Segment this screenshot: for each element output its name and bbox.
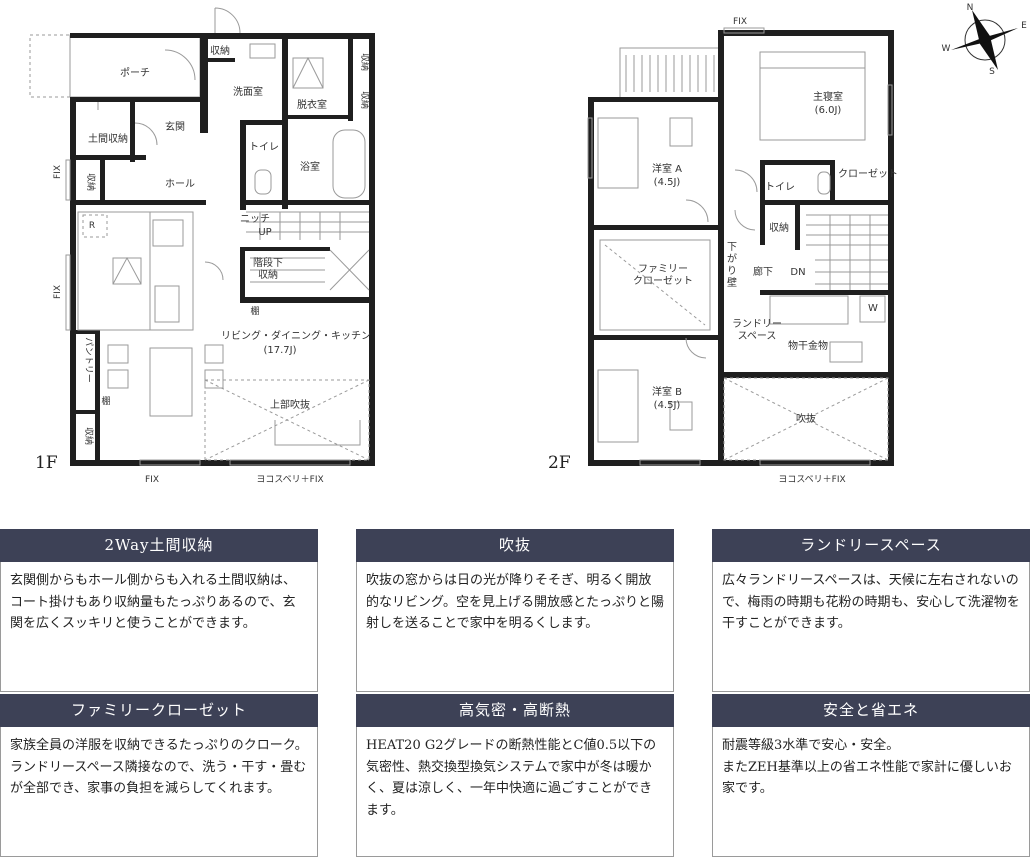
label-hardware: 物干金物 <box>788 339 828 352</box>
room-storage-r2: 収納 <box>359 91 371 109</box>
room-closet: クローゼット <box>838 168 898 180</box>
room-ldk-size: (17.7J) <box>263 345 296 356</box>
room-b-size: (4.5J) <box>654 400 681 411</box>
room-genkan-storage: 土間収納 <box>88 132 128 145</box>
card-body: HEAT20 G2グレードの断熱性能とC値0.5以下の気密性、熱交換型換気システ… <box>356 727 674 857</box>
feature-card-insulation: 高気密・高断熱 HEAT20 G2グレードの断熱性能とC値0.5以下の気密性、熱… <box>356 694 674 857</box>
room-storage-r1: 収納 <box>359 53 371 71</box>
feature-card-family-closet: ファミリークローゼット 家族全員の洋服を収納できるたっぷりのクローク。ランドリー… <box>0 694 318 857</box>
compass-n: N <box>967 3 974 13</box>
label-r: R <box>89 221 95 231</box>
room-master: 主寝室 <box>813 90 843 103</box>
card-body: 家族全員の洋服を収納できるたっぷりのクローク。ランドリースペース隣接なので、洗う… <box>0 727 318 857</box>
card-body: 玄関側からもホール側からも入れる土間収納は、コート掛けもあり収納量もたっぷりある… <box>0 562 318 692</box>
compass-icon: N E S W <box>942 3 1028 77</box>
room-laundry: ランドリースペース <box>732 318 782 342</box>
card-title: 高気密・高断熱 <box>356 694 674 727</box>
room-storage-bottom: 収納 <box>83 427 95 445</box>
label-dn: DN <box>790 267 805 278</box>
floor-1-label: 1F <box>35 453 58 473</box>
feature-card-laundry: ランドリースペース 広々ランドリースペースは、天候に左右されないので、梅雨の時期… <box>712 529 1030 692</box>
room-dressing: 脱衣室 <box>297 98 327 111</box>
card-body: 吹抜の窓からは日の光が降りそそぎ、明るく開放的なリビング。空を見上げる開放感とた… <box>356 562 674 692</box>
feature-card-void: 吹抜 吹抜の窓からは日の光が降りそそぎ、明るく開放的なリビング。空を見上げる開放… <box>356 529 674 692</box>
compass-s: S <box>989 67 995 77</box>
feature-card-genkan-storage: 2Way土間収納 玄関側からもホール側からも入れる土間収納は、コート掛けもあり収… <box>0 529 318 692</box>
label-corridor: 廊下 <box>753 265 773 278</box>
note-slide-fix-1f: ヨコスベリ＋FIX <box>256 474 323 485</box>
room-storage-2f: 収納 <box>769 221 789 234</box>
label-shelf1: 棚 <box>250 305 259 317</box>
card-body: 耐震等級3水準で安心・安全。 またZEH基準以上の省エネ性能で家計に優しいお家で… <box>712 727 1030 857</box>
label-up: UP <box>258 227 271 238</box>
label-w: W <box>868 303 878 314</box>
note-fix-top: FIX <box>733 17 747 27</box>
compass-e: E <box>1021 21 1027 31</box>
card-body: 広々ランドリースペースは、天候に左右されないので、梅雨の時期も花粉の時期も、安心… <box>712 562 1030 692</box>
card-title: 安全と省エネ <box>712 694 1030 727</box>
room-storage-top: 収納 <box>210 44 230 57</box>
note-fix-bottom: FIX <box>145 475 159 485</box>
label-niche: ニッチ <box>240 213 270 225</box>
floor-plans: 1F ポーチ 収納 洗面室 脱衣室 収納 収納 土間収納 玄関 トイレ 浴室 収… <box>29 3 1028 485</box>
room-stair-storage: 階段下収納 <box>253 256 283 281</box>
note-slide-fix-2f: ヨコスベリ＋FIX <box>778 474 845 485</box>
compass-w: W <box>942 44 951 54</box>
label-shelf2: 棚 <box>101 395 110 407</box>
room-master-size: (6.0J) <box>815 105 842 116</box>
room-hall: ホール <box>165 178 195 190</box>
room-pantry: パントリー <box>83 337 94 382</box>
room-bath: 浴室 <box>300 160 320 173</box>
note-fix-left-mid: FIX <box>53 285 63 299</box>
room-porch: ポーチ <box>120 67 150 79</box>
room-washroom: 洗面室 <box>233 85 263 98</box>
room-entrance: 玄関 <box>165 120 185 133</box>
label-open-above: 上部吹抜 <box>270 398 310 411</box>
room-toilet: トイレ <box>249 142 279 153</box>
card-title: 吹抜 <box>356 529 674 562</box>
floor-1-plan: 1F ポーチ 収納 洗面室 脱衣室 収納 収納 土間収納 玄関 トイレ 浴室 収… <box>29 7 375 485</box>
label-void: 吹抜 <box>796 412 816 425</box>
room-storage-left: 収納 <box>85 173 97 191</box>
feature-card-safety: 安全と省エネ 耐震等級3水準で安心・安全。 またZEH基準以上の省エネ性能で家計… <box>712 694 1030 857</box>
room-ldk: リビング・ダイニング・キッチン <box>221 329 371 342</box>
room-a: 洋室 A <box>652 162 682 175</box>
room-b: 洋室 B <box>652 385 682 398</box>
note-fix-left-top: FIX <box>53 165 63 179</box>
card-title: 2Way土間収納 <box>0 529 318 562</box>
card-title: ランドリースペース <box>712 529 1030 562</box>
card-title: ファミリークローゼット <box>0 694 318 727</box>
room-toilet-2f: トイレ <box>765 182 795 193</box>
room-family-closet: ファミリークローゼット <box>633 264 693 287</box>
label-hanging-wall: 下がり壁 <box>727 242 737 289</box>
floor-2-plan: 2F FIX 主寝室 (6.0J) 洋室 A (4.5J) トイレ クローゼット… <box>548 17 898 485</box>
room-a-size: (4.5J) <box>654 177 681 188</box>
floor-2-label: 2F <box>548 453 571 473</box>
